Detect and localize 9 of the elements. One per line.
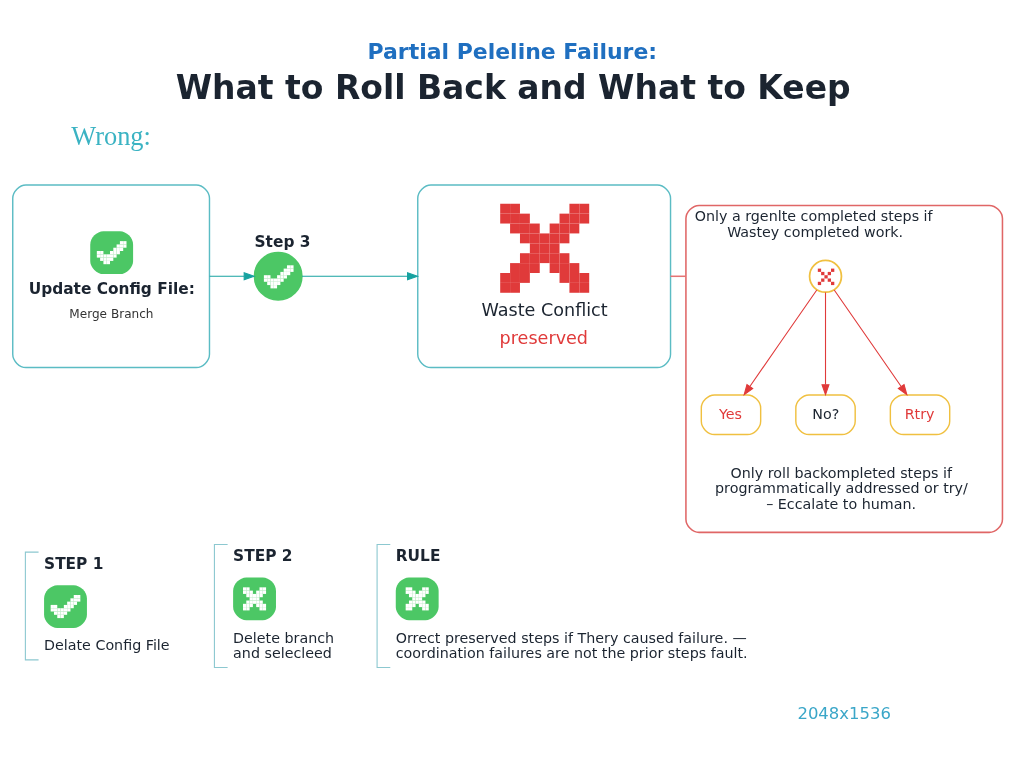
label: 2048x1536 bbox=[797, 703, 891, 723]
node-label: Step 3 bbox=[254, 233, 311, 252]
node-label: STEP 2 bbox=[233, 547, 293, 566]
node-label: STEP 1 bbox=[44, 554, 104, 573]
node-label: Delete branch and selecleed bbox=[233, 629, 335, 662]
diagram-title: Partial Peleline Failure: What to Roll Back and What to Keep bbox=[175, 39, 851, 107]
node-label: Orrect preserved steps if Thery caused failure. — coordination failures are not the prior steps fault. bbox=[395, 629, 748, 662]
label: Wrong: bbox=[71, 121, 151, 151]
node-label: Delate Config File bbox=[44, 637, 170, 654]
